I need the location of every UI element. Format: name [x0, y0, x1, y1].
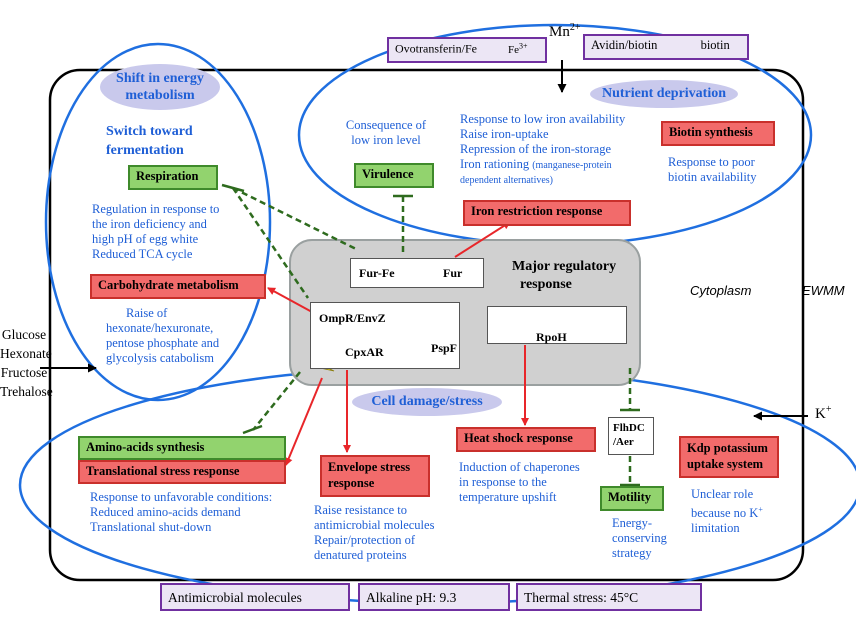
carbohydrate-box: Carbohydrate metabolism — [90, 274, 266, 299]
antimicrobial-box: Antimicrobial molecules — [160, 583, 350, 611]
flhdc-box: FlhDC/Aer — [608, 417, 654, 455]
nutrient-title: Nutrient deprivation — [590, 80, 738, 108]
respiration-box: Respiration — [128, 165, 218, 190]
arrow-to-carb — [267, 287, 313, 313]
ovotransferrin-box: Ovotransferin/Fe Fe3+ — [387, 37, 547, 63]
translational-box: Translational stress response — [78, 460, 286, 484]
switch-label: Switch toward fermentation — [106, 124, 193, 158]
amino-acids-box: Amino-acids synthesis — [78, 436, 286, 460]
fur-box: Fur-Fe Fur — [350, 258, 484, 288]
ewmm-label: EWMM — [802, 283, 845, 298]
rpoh-box: RpoH — [487, 306, 627, 344]
iron-text: Response to low iron availability Raise … — [460, 112, 626, 186]
k-label: K+ — [815, 404, 832, 422]
virulence-box: Virulence — [354, 163, 434, 188]
damage-title: Cell damage/stress — [352, 388, 502, 416]
heat-shock-box: Heat shock response — [456, 427, 596, 452]
cytoplasm-label: Cytoplasm — [690, 283, 752, 298]
thermal-box: Thermal stress: 45°C — [516, 583, 702, 611]
kdp-text: Unclear role because no K+ limitation — [691, 487, 763, 536]
ompr-box: OmpR/EnvZ CpxAR PspF — [310, 302, 460, 369]
energy-title: Shift in energy metabolism — [100, 64, 220, 110]
arrow-to-translational — [284, 377, 323, 466]
motility-box: Motility — [600, 486, 664, 511]
arrow-to-iron-restriction — [454, 221, 511, 258]
avidin-box: Avidin/biotin biotin — [583, 34, 749, 60]
cell-boundary — [48, 68, 805, 582]
energy-ellipse — [44, 42, 272, 402]
translational-text: Response to unfavorable conditions:Reduc… — [90, 490, 273, 534]
mn-label: Mn2+ — [549, 22, 581, 40]
alkaline-box: Alkaline pH: 9.3 — [358, 583, 510, 611]
iron-restriction-box: Iron restriction response — [463, 200, 631, 226]
biotin-synthesis-box: Biotin synthesis — [661, 121, 775, 146]
